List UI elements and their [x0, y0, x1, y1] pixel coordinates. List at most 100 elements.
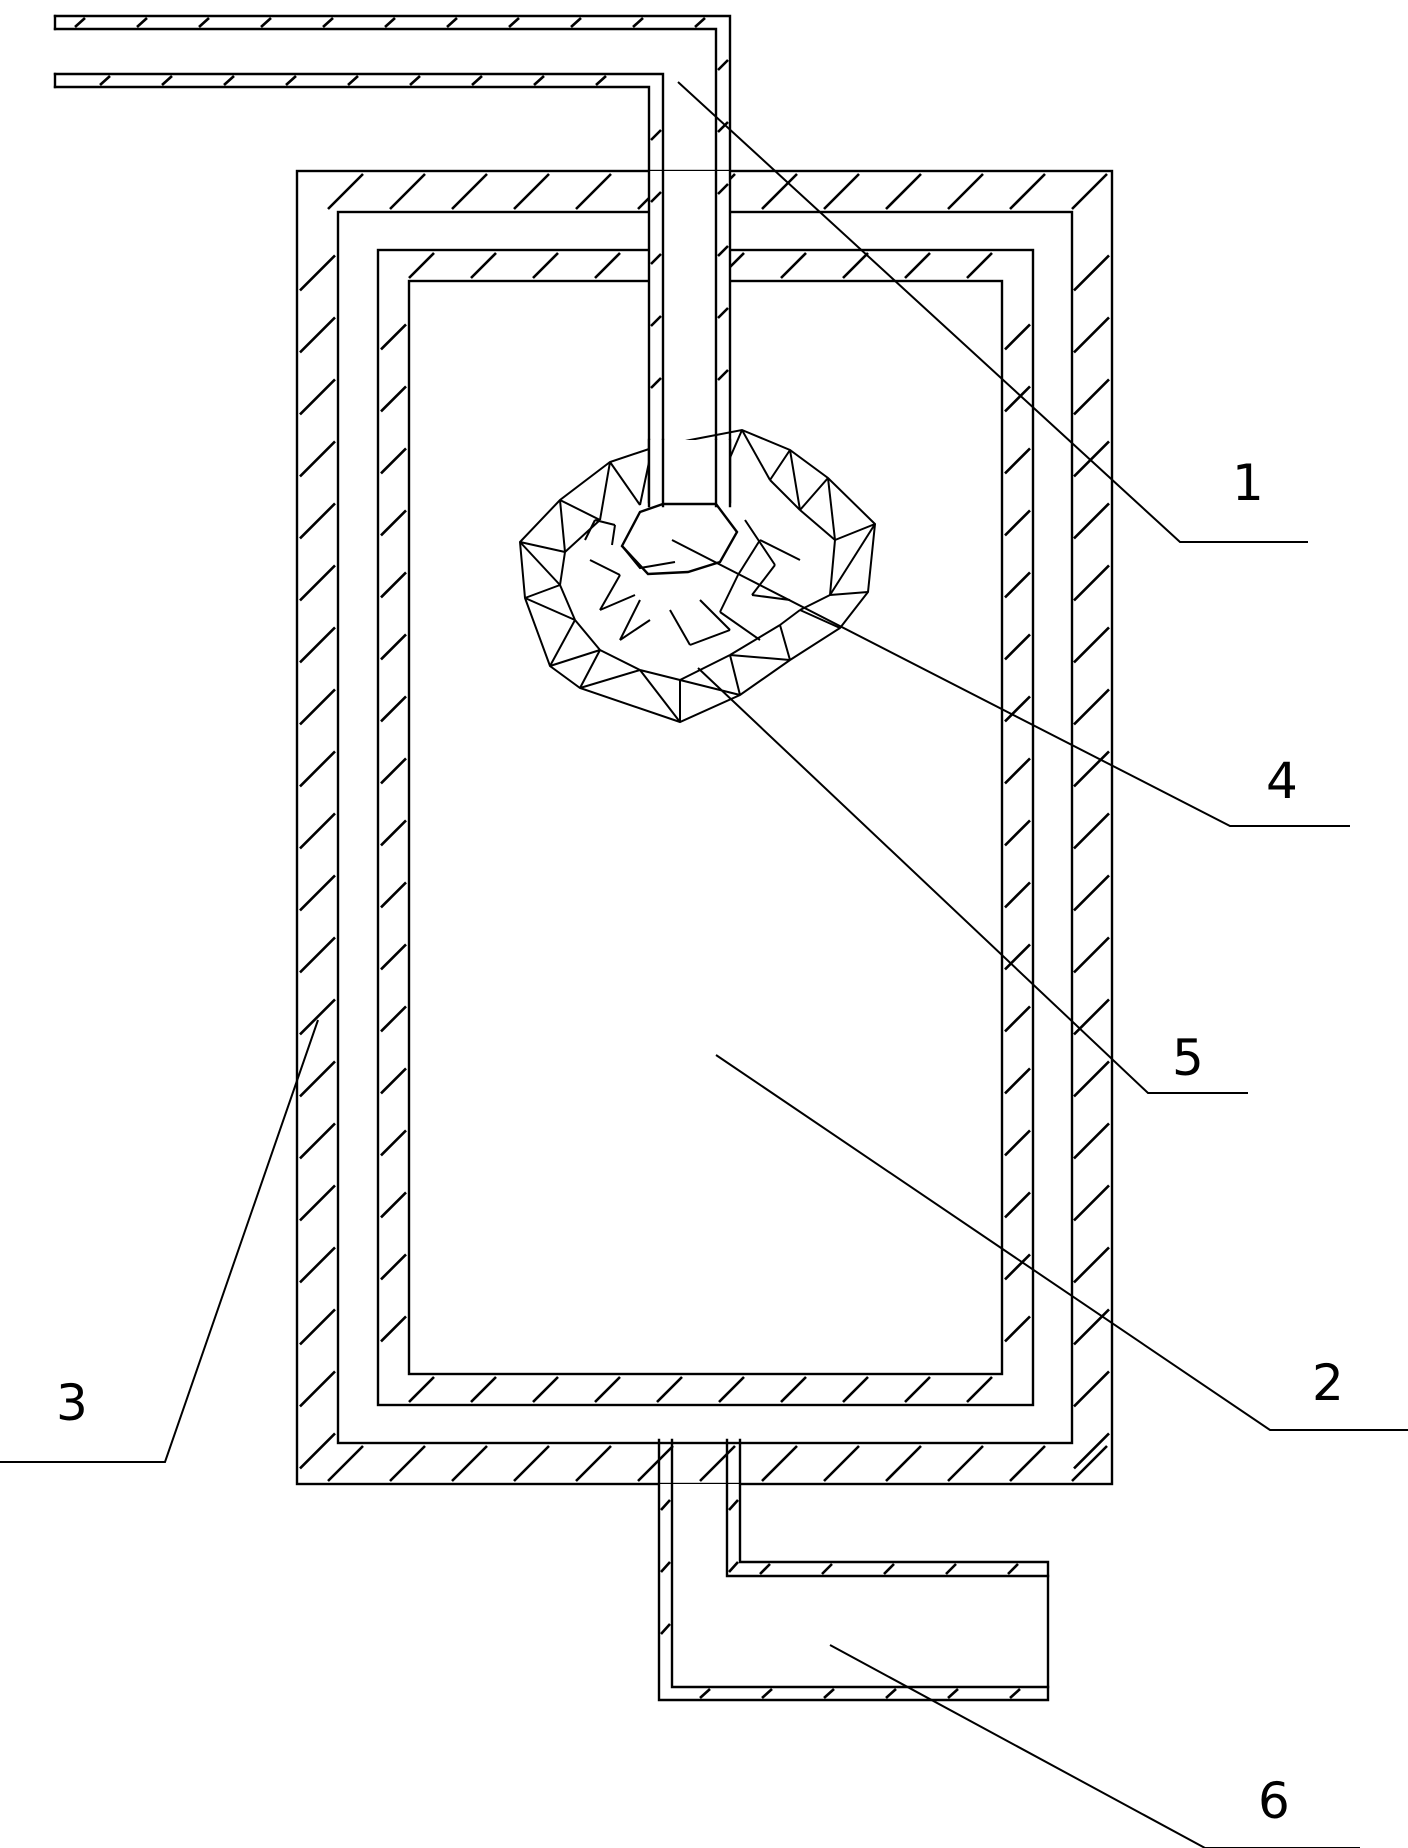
- hatch-mark: [761, 1688, 773, 1699]
- hatch-mark: [299, 564, 336, 602]
- hatch-mark: [524, 597, 576, 621]
- hatch-mark: [823, 1445, 860, 1482]
- hatch-mark: [198, 17, 210, 28]
- hatch-mark: [99, 75, 111, 86]
- hatch-mark: [532, 252, 559, 279]
- hatch-mark: [699, 1688, 711, 1699]
- hatch-mark: [1004, 323, 1031, 351]
- hatch-mark: [408, 252, 435, 279]
- hatch-mark: [559, 499, 601, 521]
- hatch-mark: [728, 1499, 739, 1511]
- hatch-mark: [827, 477, 836, 541]
- hatch-mark: [594, 252, 621, 279]
- hatch-mark: [829, 539, 836, 596]
- label-3: 3: [56, 1374, 88, 1432]
- hatch-mark: [299, 626, 336, 664]
- hatch-mark: [594, 519, 616, 526]
- hatch-mark: [599, 461, 611, 521]
- label-4: 4: [1266, 752, 1298, 810]
- hatch-mark: [451, 1445, 488, 1482]
- hatch-mark: [632, 17, 644, 28]
- hatch-mark: [380, 1191, 407, 1219]
- hatch-mark: [717, 183, 729, 195]
- hatch-mark: [885, 1445, 922, 1482]
- hatch-mark: [1073, 1370, 1110, 1408]
- hatch-mark: [789, 449, 801, 511]
- hatch-mark: [669, 609, 691, 646]
- hatch-mark: [717, 59, 729, 71]
- inlet-pipe: [53, 14, 732, 506]
- hatch-mark: [966, 1376, 993, 1403]
- hatch-mark: [1073, 1308, 1110, 1346]
- hatch-mark: [322, 17, 334, 28]
- hatch-mark: [1004, 1253, 1031, 1281]
- hatch-mark: [717, 307, 729, 319]
- hatch-mark: [299, 1432, 336, 1470]
- hatch-mark: [1004, 1315, 1031, 1343]
- hatch-mark: [519, 541, 566, 553]
- hatch-mark: [947, 1445, 984, 1482]
- diffuser-sphere: [518, 428, 877, 724]
- hatch-mark: [619, 599, 641, 641]
- leader-5: [697, 667, 1248, 1094]
- hatch-mark: [799, 509, 836, 541]
- hatch-mark: [637, 1445, 674, 1482]
- hatch-mark: [718, 1376, 745, 1403]
- hatch-mark: [1073, 626, 1110, 664]
- hatch-mark: [1073, 1060, 1110, 1098]
- hatch-mark: [579, 669, 641, 689]
- hatch-mark: [694, 17, 706, 28]
- hatch-mark: [1073, 1184, 1110, 1222]
- hatch-mark: [904, 252, 931, 279]
- hatch-mark: [761, 1445, 798, 1482]
- hatch-mark: [599, 594, 636, 611]
- hatch-mark: [834, 523, 876, 541]
- hatch-mark: [470, 1376, 497, 1403]
- hatch-mark: [821, 1563, 833, 1575]
- hatch-mark: [380, 385, 407, 413]
- hatch-mark: [599, 649, 641, 671]
- hatch-mark: [136, 17, 148, 28]
- hatch-mark: [699, 1445, 736, 1482]
- hatch-mark: [1073, 1246, 1110, 1284]
- hatch-mark: [549, 619, 576, 667]
- hatch-mark: [1004, 633, 1031, 661]
- hatch-mark: [751, 594, 791, 601]
- hatch-mark: [549, 649, 601, 667]
- leader-3: [0, 1019, 319, 1463]
- hatch-mark: [1073, 812, 1110, 850]
- hatch-mark: [409, 75, 421, 86]
- hatch-mark: [719, 574, 739, 613]
- hatch-mark: [699, 599, 731, 631]
- hatch-mark: [575, 173, 612, 210]
- hatch-mark: [380, 1129, 407, 1157]
- hatch-mark: [408, 1376, 435, 1403]
- hatch-mark: [650, 191, 662, 203]
- leader-6: [829, 1644, 1360, 1848]
- hatch-mark: [611, 524, 616, 546]
- hatch-mark: [780, 252, 807, 279]
- hatch-mark: [299, 502, 336, 540]
- hatch-mark: [559, 551, 566, 586]
- hatch-mark: [380, 1067, 407, 1095]
- hatch-mark: [609, 461, 641, 506]
- hatch-mark: [1071, 1445, 1108, 1482]
- hatch-mark: [1004, 1005, 1031, 1033]
- hatch-mark: [656, 1376, 683, 1403]
- hatch-mark: [1004, 695, 1031, 723]
- hatch-mark: [945, 1563, 957, 1575]
- hatch-mark: [885, 1688, 897, 1699]
- hatch-mark: [728, 1561, 739, 1573]
- hatch-mark: [1073, 254, 1110, 292]
- leader-2: [715, 1054, 1408, 1431]
- hatch-mark: [829, 523, 876, 596]
- hatch-mark: [380, 1253, 407, 1281]
- hatch-mark: [1007, 1563, 1019, 1575]
- hatch-mark: [533, 75, 545, 86]
- hatch-mark: [904, 1376, 931, 1403]
- hatch-mark: [1004, 571, 1031, 599]
- hatch-mark: [595, 75, 607, 86]
- hatch-mark: [451, 173, 488, 210]
- hatch-mark: [1071, 173, 1108, 210]
- hatch-mark: [380, 571, 407, 599]
